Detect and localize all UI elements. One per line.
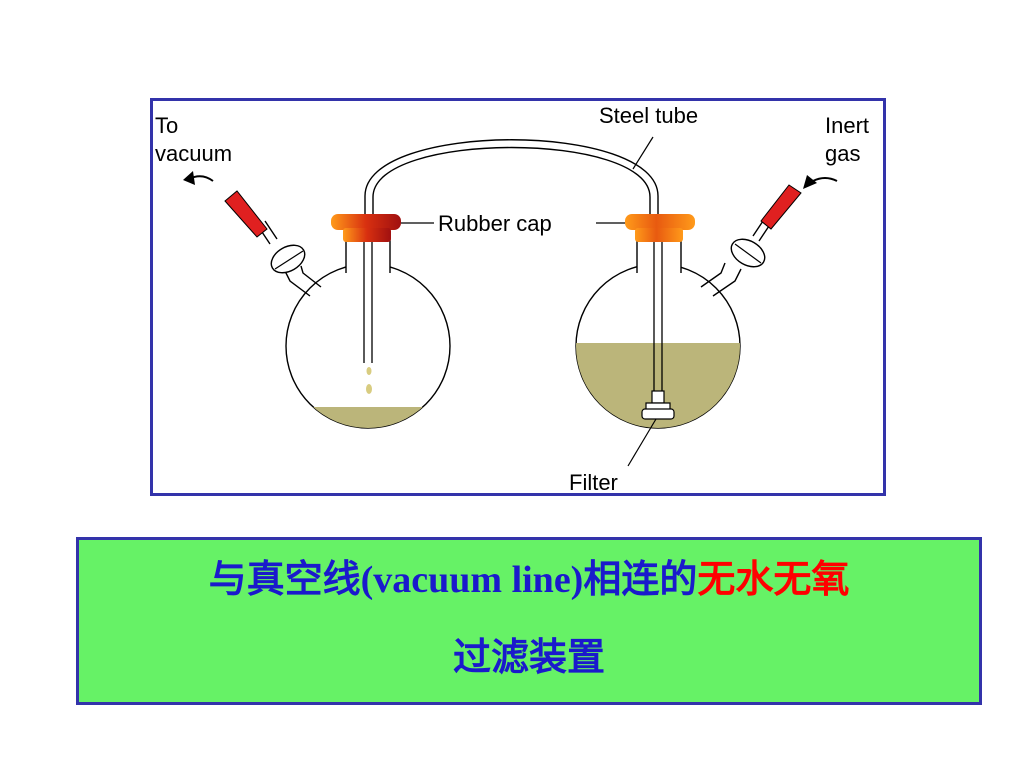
drop [366, 384, 372, 394]
left-flask-liquid [286, 407, 450, 428]
steel-tube-leader [632, 136, 654, 170]
right-stopcock [730, 175, 838, 268]
apparatus-diagram: To vacuum Steel tube Inert gas Rubber ca… [155, 103, 869, 493]
label-gas: gas [825, 141, 860, 166]
caption-text: 与真空线(vacuum line)相连的 [208, 559, 698, 601]
label-steel-tube: Steel tube [599, 103, 698, 128]
label-filter: Filter [569, 470, 618, 493]
caption-highlight: 无水无氧 [697, 559, 850, 601]
left-flask [284, 239, 451, 429]
caption-line-1: 与真空线(vacuum line)相连的无水无氧 [79, 554, 979, 606]
caption-line-2: 过滤装置 [452, 637, 605, 679]
filter [641, 390, 675, 420]
label-vacuum: vacuum [155, 141, 232, 166]
label-to: To [155, 113, 178, 138]
steel-tube [364, 139, 659, 216]
left-rubber-cap [331, 214, 401, 242]
left-stopcock [183, 171, 306, 274]
right-rubber-cap [625, 214, 695, 242]
filter-leader [627, 418, 657, 467]
label-inert: Inert [825, 113, 869, 138]
caption-box: 与真空线(vacuum line)相连的无水无氧 过滤装置 [76, 537, 982, 705]
right-flask [575, 239, 742, 429]
diagram-frame: To vacuum Steel tube Inert gas Rubber ca… [150, 98, 886, 496]
label-rubber-cap: Rubber cap [438, 211, 552, 236]
drop [366, 367, 372, 375]
